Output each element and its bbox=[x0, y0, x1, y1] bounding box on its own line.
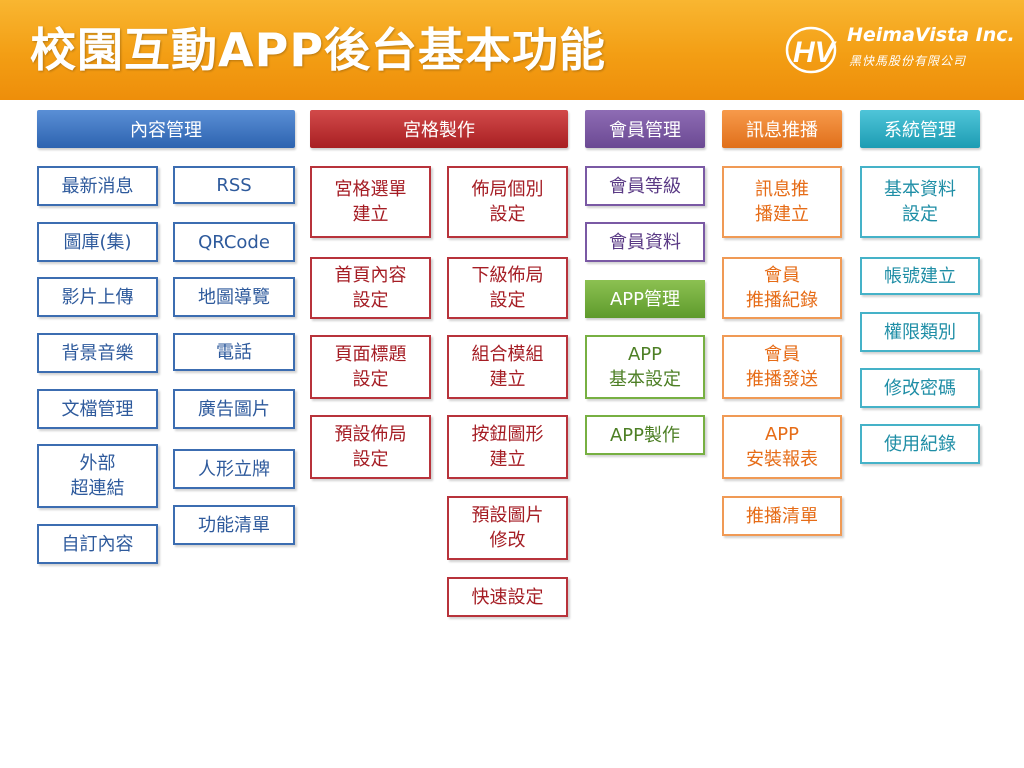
content-item: 地圖導覽 bbox=[173, 277, 295, 317]
header-member-management: 會員管理 bbox=[585, 110, 705, 148]
header-message-push: 訊息推播 bbox=[722, 110, 842, 148]
content-item: 文檔管理 bbox=[37, 389, 158, 429]
grid-item: 首頁內容 設定 bbox=[310, 257, 431, 319]
app-item: APP 基本設定 bbox=[585, 335, 705, 399]
header-content-management: 內容管理 bbox=[37, 110, 295, 148]
push-item: APP 安裝報表 bbox=[722, 415, 842, 479]
content-item: 自訂內容 bbox=[37, 524, 158, 564]
grid-item: 快速設定 bbox=[447, 577, 568, 617]
content-item: 電話 bbox=[173, 333, 295, 371]
grid-item: 預設圖片 修改 bbox=[447, 496, 568, 560]
grid-item: 預設佈局 設定 bbox=[310, 415, 431, 479]
grid-item: 下級佈局 設定 bbox=[447, 257, 568, 319]
content-item: RSS bbox=[173, 166, 295, 204]
system-item: 修改密碼 bbox=[860, 368, 980, 408]
heimavista-logo-icon: HV bbox=[785, 26, 838, 74]
header-system-management: 系統管理 bbox=[860, 110, 980, 148]
content-item: 圖庫(集) bbox=[37, 222, 158, 262]
header-app-management: APP管理 bbox=[585, 280, 705, 318]
system-item: 權限類別 bbox=[860, 312, 980, 352]
grid-item: 佈局個別 設定 bbox=[447, 166, 568, 238]
push-item: 推播清單 bbox=[722, 496, 842, 536]
grid-item: 宮格選單 建立 bbox=[310, 166, 431, 238]
header-grid-creation: 宮格製作 bbox=[310, 110, 568, 148]
page-title: 校園互動APP後台基本功能 bbox=[30, 23, 607, 77]
push-item: 會員 推播紀錄 bbox=[722, 257, 842, 319]
system-item: 帳號建立 bbox=[860, 257, 980, 295]
content-item: 影片上傳 bbox=[37, 277, 158, 317]
system-item: 使用紀錄 bbox=[860, 424, 980, 464]
content-item: QRCode bbox=[173, 222, 295, 262]
grid-item: 頁面標題 設定 bbox=[310, 335, 431, 399]
logo-company-name: HeimaVista Inc. bbox=[847, 24, 1015, 46]
push-item: 會員 推播發送 bbox=[722, 335, 842, 399]
grid-item: 組合模組 建立 bbox=[447, 335, 568, 399]
grid-item: 按鈕圖形 建立 bbox=[447, 415, 568, 479]
title-banner: 校園互動APP後台基本功能 HV HeimaVista Inc. 黑快馬股份有限… bbox=[0, 0, 1024, 100]
content-item: 人形立牌 bbox=[173, 449, 295, 489]
svg-text:HV: HV bbox=[793, 36, 838, 69]
content-item: 廣告圖片 bbox=[173, 389, 295, 429]
push-item: 訊息推 播建立 bbox=[722, 166, 842, 238]
company-logo: HV HeimaVista Inc. 黑快馬股份有限公司 bbox=[785, 24, 1015, 78]
content-item: 功能清單 bbox=[173, 505, 295, 545]
content-item: 背景音樂 bbox=[37, 333, 158, 373]
member-item: 會員等級 bbox=[585, 166, 705, 206]
system-item: 基本資料 設定 bbox=[860, 166, 980, 238]
logo-company-subtitle: 黑快馬股份有限公司 bbox=[849, 54, 967, 68]
content-item: 最新消息 bbox=[37, 166, 158, 206]
content-item: 外部 超連結 bbox=[37, 444, 158, 508]
app-item: APP製作 bbox=[585, 415, 705, 455]
member-item: 會員資料 bbox=[585, 222, 705, 262]
